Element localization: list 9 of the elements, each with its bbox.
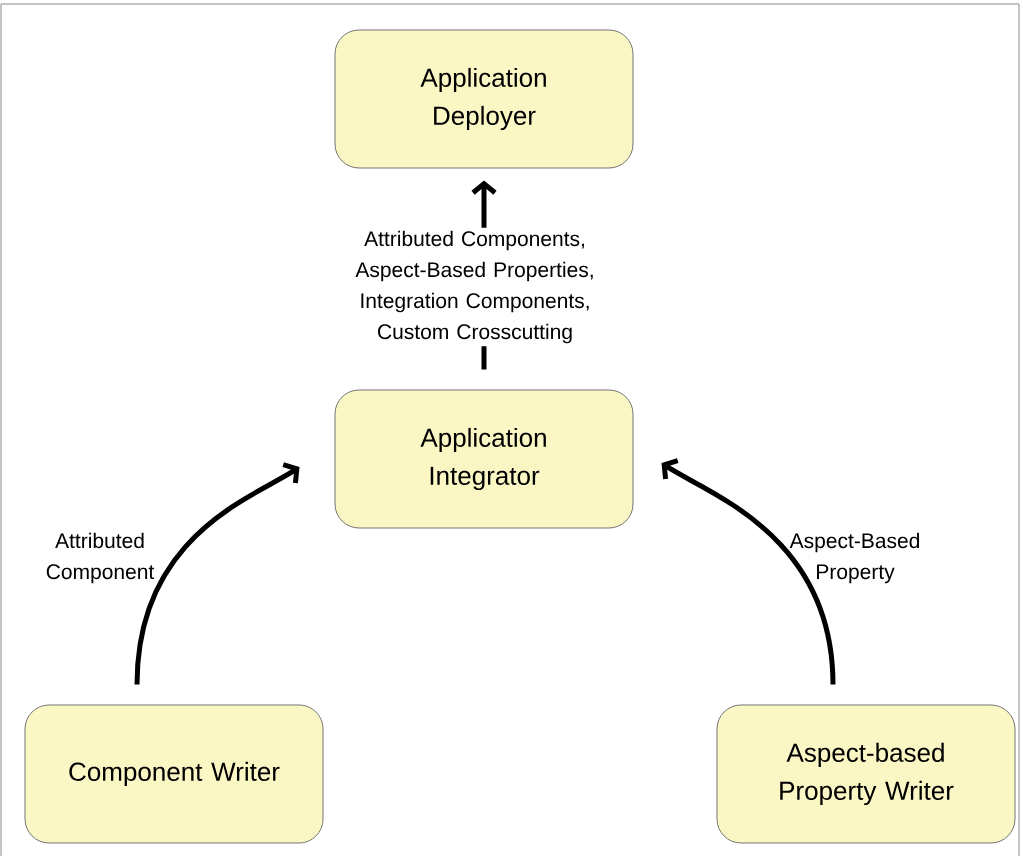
edge-label: Aspect-Based Property: [789, 532, 919, 584]
role-box: Component Writer: [24, 704, 324, 844]
arrow: [134, 462, 300, 685]
role-box: Application Integrator: [334, 389, 634, 529]
role-box: Aspect-based Property Writer: [716, 704, 1016, 844]
role-box: Application Deployer: [334, 29, 634, 169]
edge-label: Attributed Components, Aspect-Based Properties, Integration Components, Custom Crosscutting: [322, 227, 628, 347]
arrow: [661, 458, 836, 685]
edge-label: Attributed Component: [46, 532, 155, 584]
